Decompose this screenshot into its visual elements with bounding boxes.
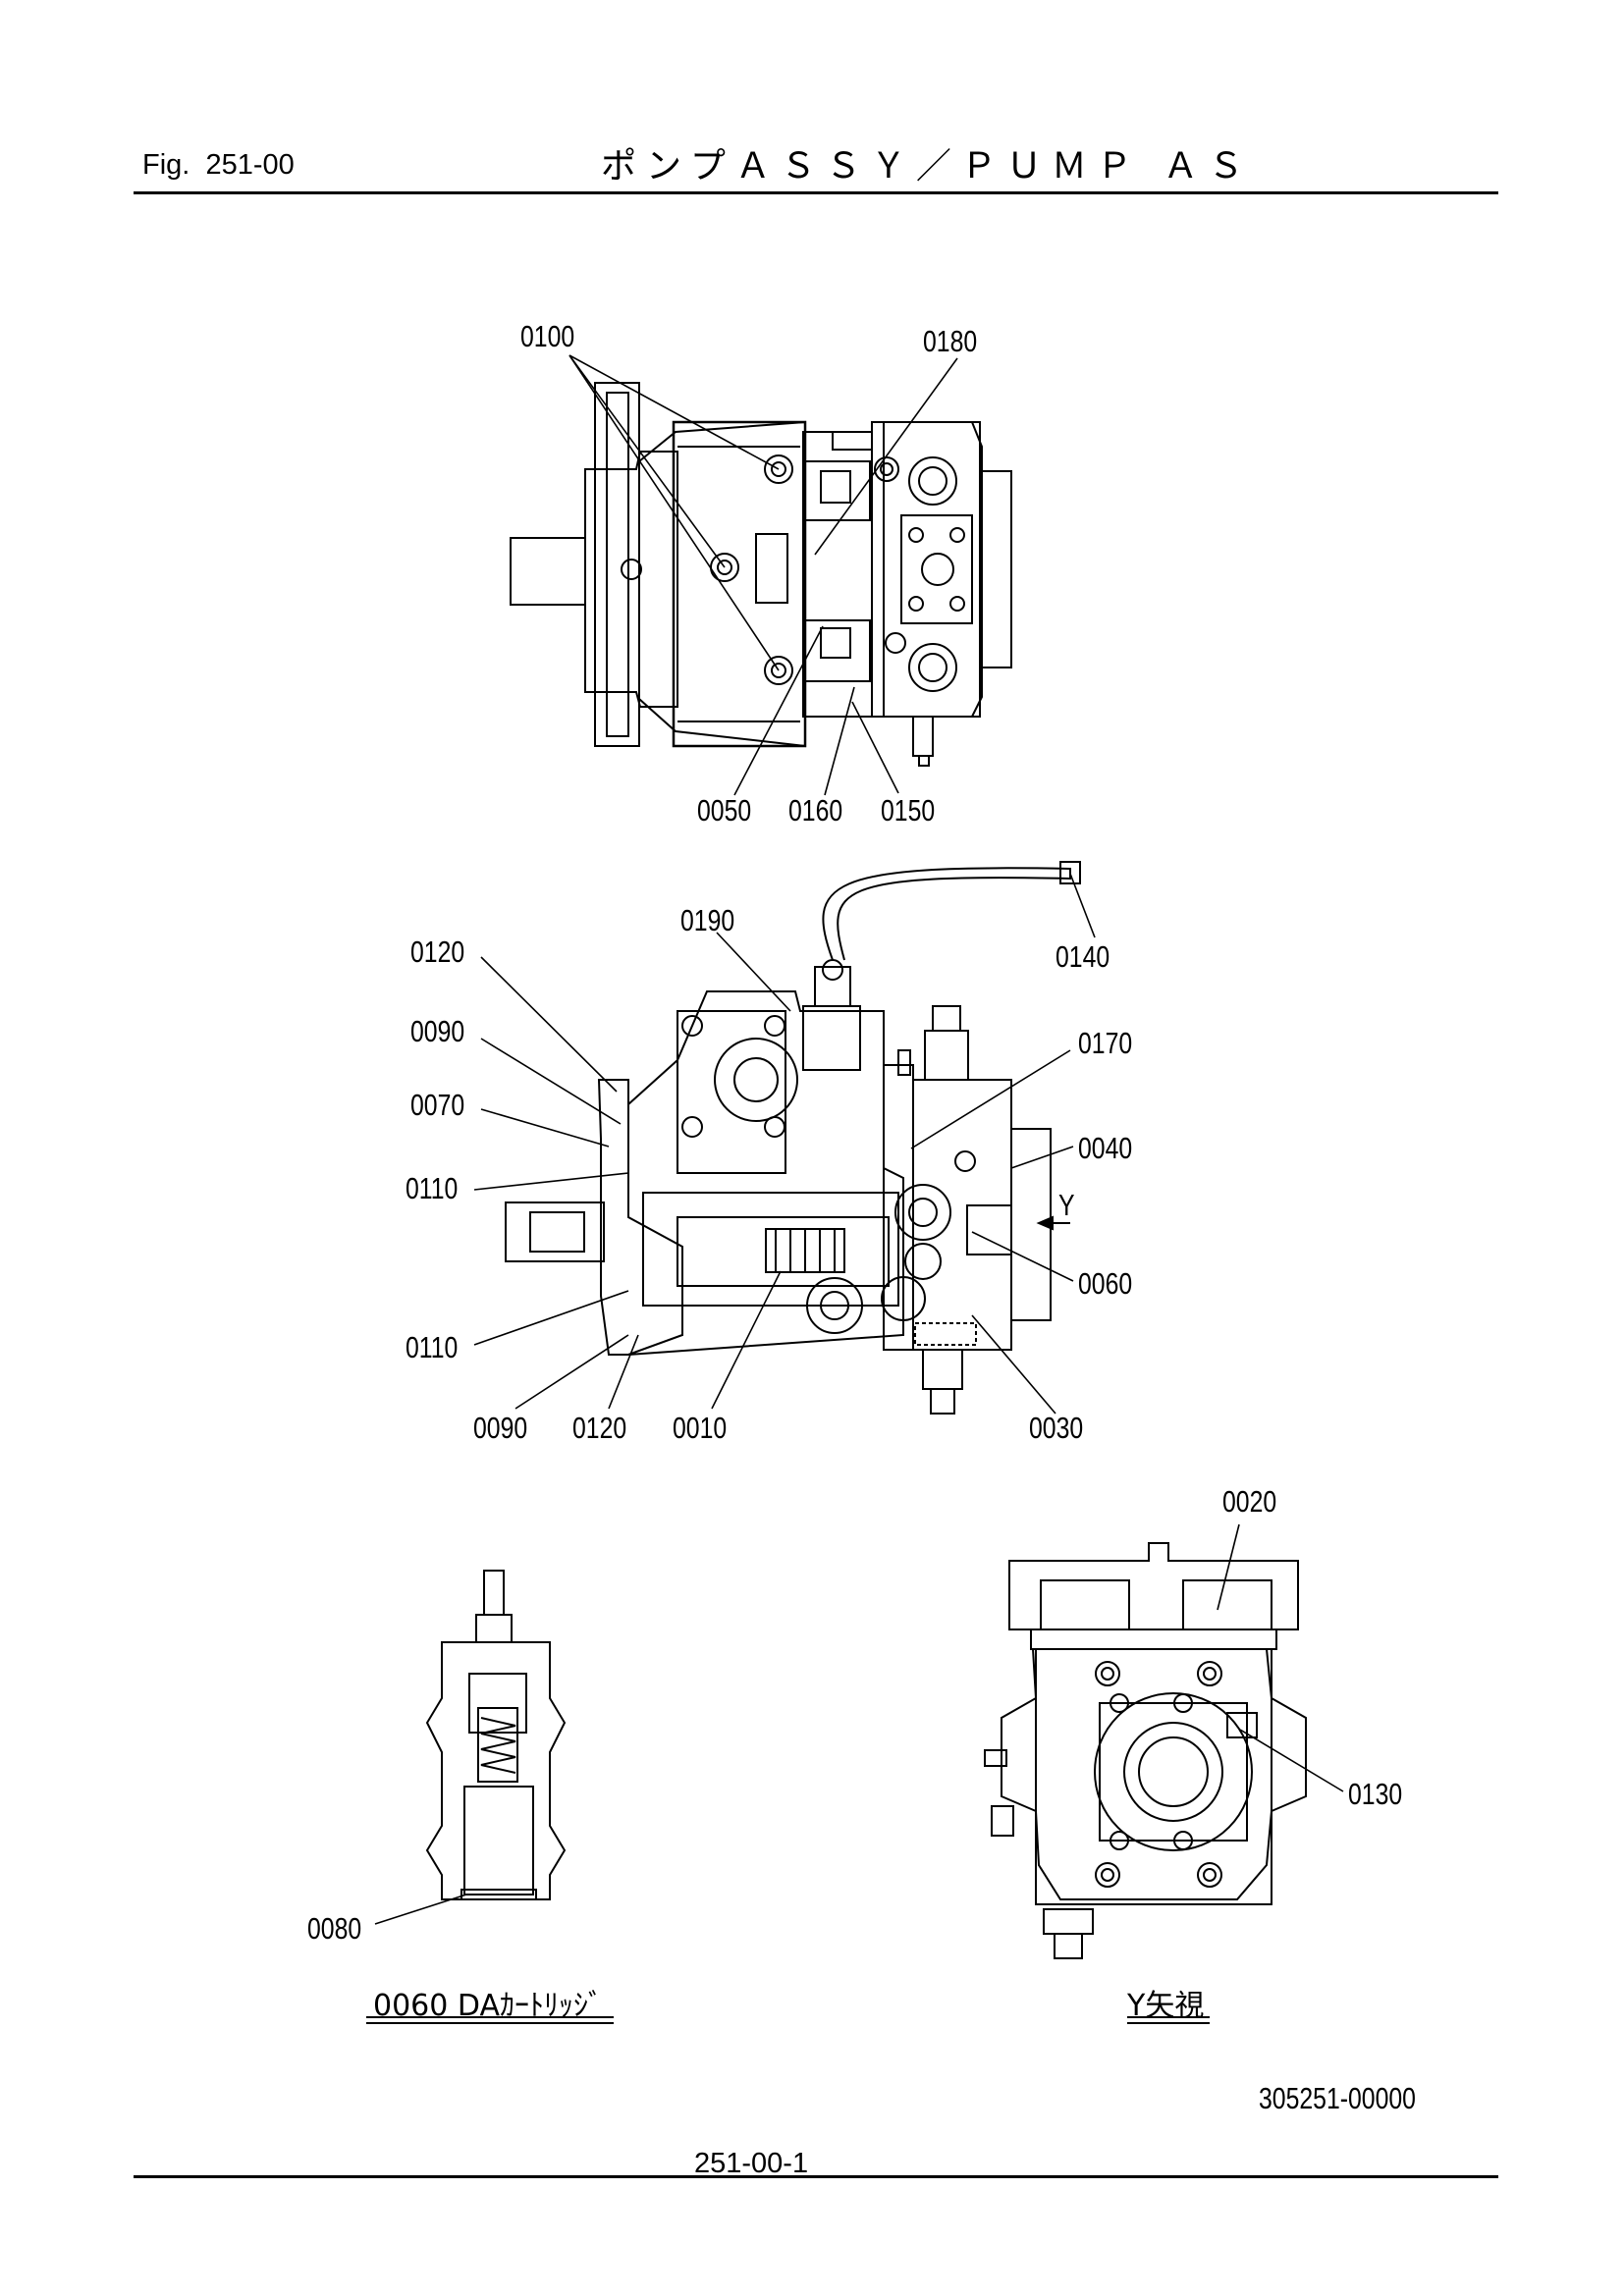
callout-0160: 0160	[788, 793, 843, 828]
callout-0110-lower: 0110	[406, 1330, 459, 1364]
callout-0140: 0140	[1056, 939, 1110, 974]
callout-0080: 0080	[307, 1911, 362, 1946]
bolt-icon	[1095, 1661, 1222, 1888]
y-arrow-label: Y	[1058, 1188, 1075, 1222]
callout-0060: 0060	[1078, 1266, 1133, 1301]
callout-0090-upper: 0090	[410, 1014, 465, 1048]
callout-0090-lower: 0090	[473, 1411, 528, 1445]
callout-0120-upper: 0120	[410, 934, 465, 969]
caption-underlines	[366, 2016, 1210, 2024]
callout-0130: 0130	[1348, 1777, 1403, 1811]
pump-section-view	[505, 861, 1081, 1415]
caption-da-cartridge: 0060 DAｶｰﾄﾘｯｼﾞ	[373, 1989, 603, 2023]
footer-rule	[134, 2175, 1498, 2178]
bolt-icon	[621, 454, 965, 692]
pump-top-view	[510, 382, 1012, 767]
callout-0050: 0050	[697, 793, 752, 828]
y-view	[984, 1542, 1307, 1959]
callout-0030: 0030	[1029, 1411, 1084, 1445]
callout-0100: 0100	[520, 319, 575, 353]
callout-0190: 0190	[680, 903, 735, 937]
figure-label: Fig. 251-00	[142, 149, 295, 181]
callout-0020: 0020	[1222, 1484, 1277, 1519]
caption-y-view: Y矢視	[1127, 1989, 1205, 2023]
callout-0010: 0010	[673, 1411, 728, 1445]
y-view-arrow	[1036, 1215, 1070, 1231]
callout-0040: 0040	[1078, 1131, 1133, 1165]
callout-0120-lower: 0120	[572, 1411, 627, 1445]
page-title: ポンプＡＳＳＹ／ＰＵＭＰ ＡＳ	[601, 146, 1254, 187]
header-rule	[134, 191, 1498, 194]
callout-0070: 0070	[410, 1088, 465, 1122]
leader-lines	[374, 354, 1344, 1925]
drawing-number: 305251-00000	[1259, 2081, 1416, 2115]
callout-0170: 0170	[1078, 1026, 1133, 1060]
page-number: 251-00-1	[694, 2148, 809, 2179]
callout-0110-upper: 0110	[406, 1171, 459, 1205]
da-cartridge-view	[425, 1570, 567, 1900]
callout-0150: 0150	[881, 793, 936, 828]
callout-0180: 0180	[923, 324, 978, 358]
figure-number: 251-00	[205, 149, 295, 181]
